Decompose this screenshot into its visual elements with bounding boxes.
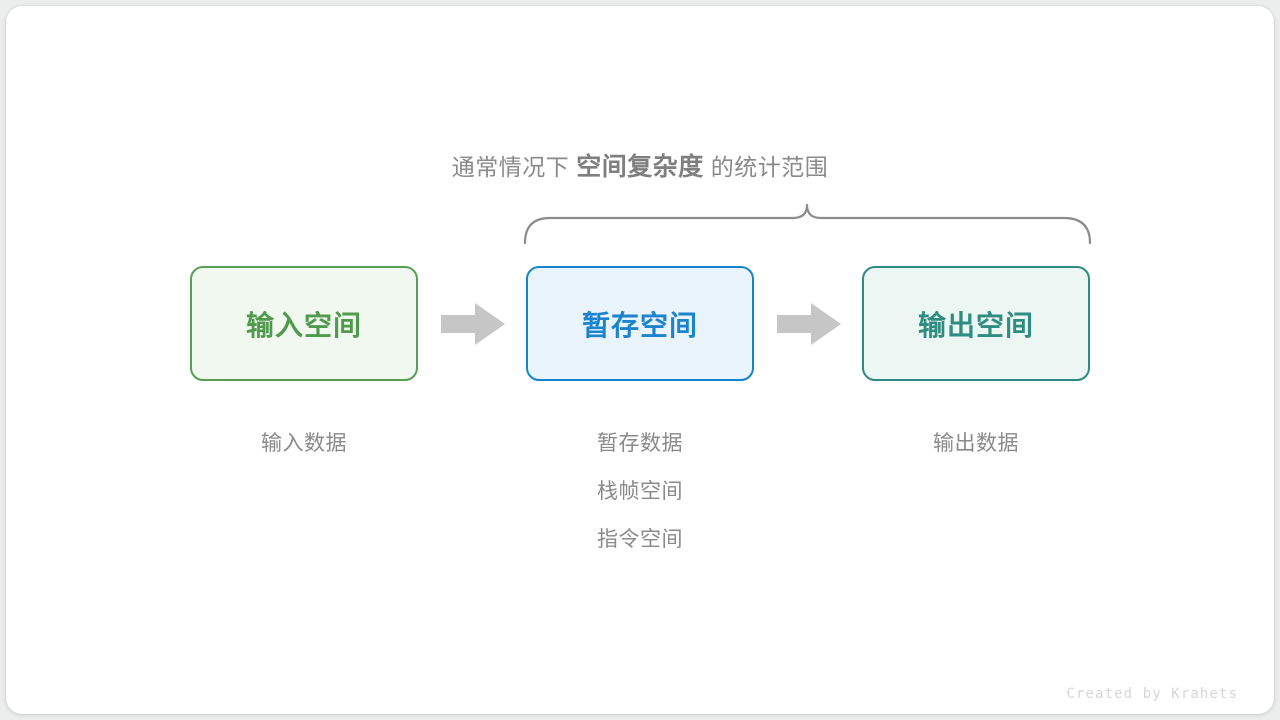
caption-group-temp: 暂存数据 栈帧空间 指令空间 <box>526 420 754 564</box>
box-input-space[interactable]: 输入空间 <box>190 266 418 381</box>
box-temp-space-label: 暂存空间 <box>581 309 698 341</box>
caption-line: 指令空间 <box>597 528 683 551</box>
box-input-space-label: 输入空间 <box>245 309 362 341</box>
diagram-heading: 通常情况下空间复杂度的统计范围 <box>0 150 1280 184</box>
caption-group-output: 输出数据 <box>862 420 1090 468</box>
caption-group-input: 输入数据 <box>190 420 418 468</box>
heading-suffix: 的统计范围 <box>710 154 829 180</box>
box-temp-space[interactable]: 暂存空间 <box>526 266 754 381</box>
caption-line: 输入数据 <box>261 432 347 455</box>
watermark: Created by Krahets <box>1066 686 1238 702</box>
box-output-space-label: 输出空间 <box>917 309 1034 341</box>
arrow-right-icon <box>777 303 841 345</box>
heading-prefix: 通常情况下 <box>451 154 570 180</box>
caption-line: 输出数据 <box>933 432 1019 455</box>
caption-line: 栈帧空间 <box>597 480 683 503</box>
curly-brace-icon <box>523 203 1092 245</box>
arrow-right-icon <box>441 303 505 345</box>
box-output-space[interactable]: 输出空间 <box>862 266 1090 381</box>
caption-line: 暂存数据 <box>597 432 683 455</box>
heading-emphasis: 空间复杂度 <box>576 153 704 181</box>
